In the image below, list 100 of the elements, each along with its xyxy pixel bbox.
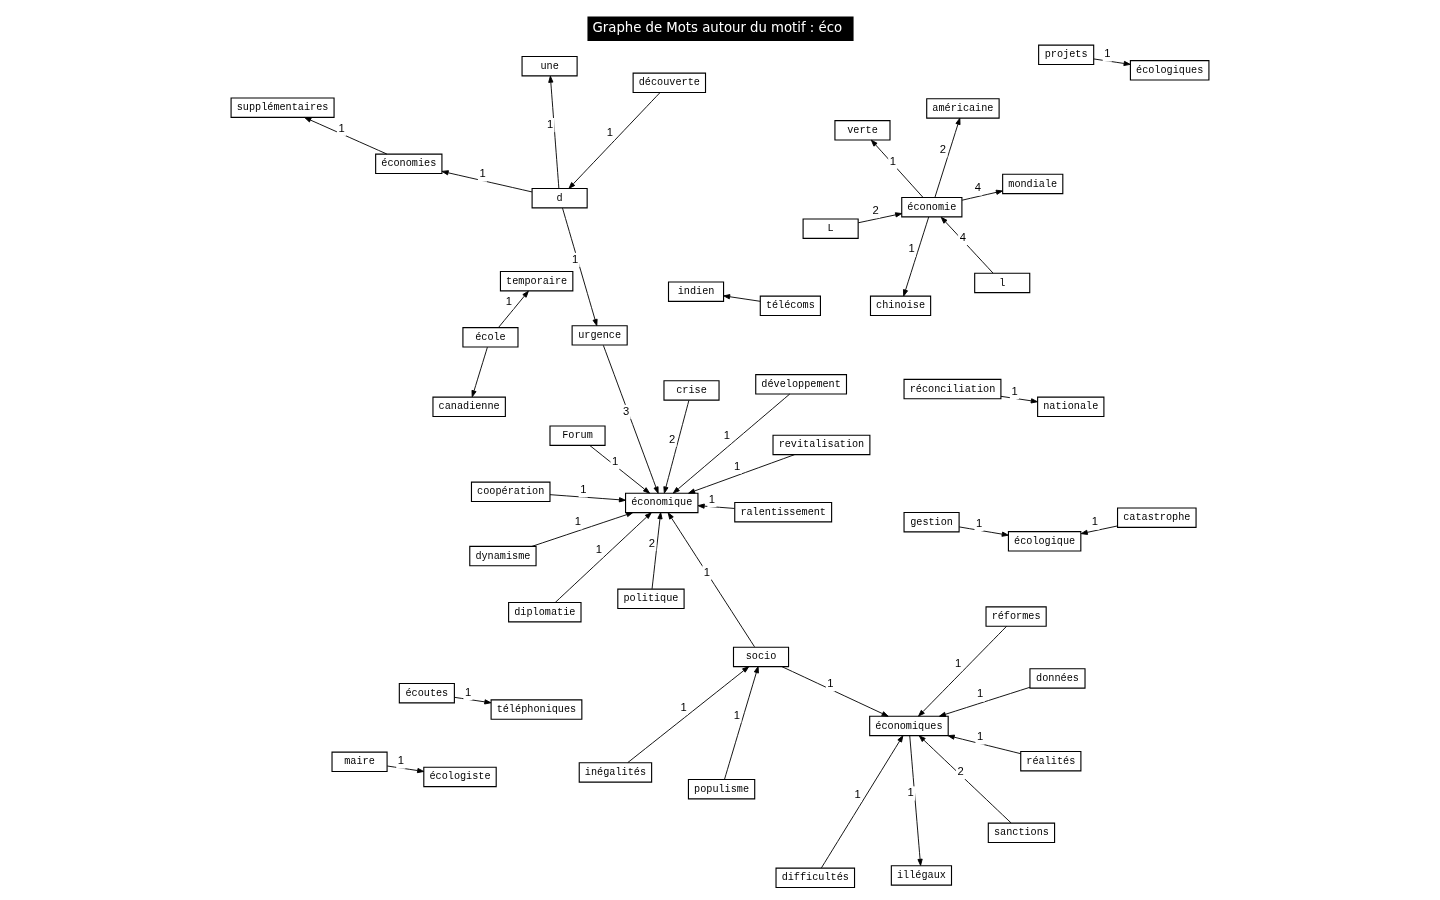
arrow [688, 454, 796, 494]
edge-label: 1 [734, 459, 741, 472]
edge-label: 1 [479, 167, 486, 180]
node-box: écologiste [423, 766, 497, 788]
node-box: économiques [869, 715, 949, 737]
node-box: économique [625, 492, 699, 514]
edge-label: 1 [889, 154, 896, 167]
edge-label: 1 [976, 730, 984, 743]
arrow [672, 393, 791, 494]
arrow [602, 344, 659, 494]
node-box: écologique [1007, 531, 1082, 552]
edge-label: 1 [464, 685, 472, 698]
node-box: urgence [571, 325, 628, 346]
node-box: verte [834, 120, 891, 141]
edge-label: 1 [574, 515, 581, 528]
arrow [909, 735, 923, 866]
edge-label: 1 [572, 252, 579, 265]
node-box: ralentissement [734, 501, 833, 523]
arrow [961, 189, 1003, 201]
arrow [934, 117, 961, 198]
arrow [918, 735, 1012, 824]
arrow [947, 734, 1022, 755]
node-box: nationale [1037, 396, 1105, 417]
node-box: projets [1038, 44, 1095, 66]
edge-label: 2 [648, 536, 655, 549]
edge-label: 1 [338, 121, 345, 134]
node-box: données [1029, 668, 1086, 689]
arrow [723, 294, 761, 302]
arrow [498, 290, 529, 328]
edge-label: 1 [1011, 384, 1018, 397]
edge-label: 1 [397, 754, 404, 767]
edge-label: 1 [612, 455, 619, 468]
arrow [820, 735, 904, 869]
edge-label: 1 [546, 117, 554, 130]
node-box: écologiques [1129, 60, 1210, 81]
edge-label: 1 [1104, 47, 1111, 60]
node-box: écoutes [398, 682, 455, 704]
arrow [651, 512, 663, 590]
node-box: catastrophe [1117, 507, 1197, 528]
edge-label: 2 [957, 765, 964, 778]
arrow [386, 765, 425, 774]
diagram-title: Graphe de Mots autour du motif : éco [592, 20, 843, 36]
edge-label: 1 [955, 656, 962, 669]
node-box: chinoise [869, 295, 932, 317]
node-box: revitalisation [772, 434, 871, 456]
arrow [958, 526, 1009, 537]
node-box: économies [375, 153, 443, 175]
arrow [549, 494, 626, 503]
edge-label: 2 [939, 143, 947, 156]
edge-label: 1 [977, 687, 984, 700]
node-box: dynamisme [469, 545, 537, 567]
arrow [781, 666, 889, 717]
edge-label: 1 [505, 295, 512, 308]
arrow [454, 696, 492, 705]
arrow [918, 625, 1008, 717]
edge-label: 1 [580, 483, 587, 496]
node-box: populisme [687, 778, 756, 800]
node-box: une [521, 55, 578, 77]
arrow [548, 75, 560, 189]
edge-label: 1 [854, 787, 861, 800]
edge-label: 1 [733, 708, 740, 721]
node-box: mondiale [1002, 173, 1064, 195]
node-box: américaine [926, 98, 1000, 119]
arrow [1080, 525, 1118, 535]
edge-label: 1 [1091, 515, 1099, 528]
arrow [568, 92, 661, 189]
node-box: inégalités [578, 762, 653, 783]
node-box: socio [732, 646, 790, 668]
node-box: illégaux [890, 865, 953, 886]
arrow [441, 170, 533, 193]
arrow [627, 666, 750, 763]
arrow [940, 216, 994, 274]
arrow [304, 117, 388, 155]
arrow [589, 445, 650, 494]
edge-label: 1 [908, 242, 915, 255]
edge-label: 1 [680, 700, 687, 713]
edge-label: 1 [975, 516, 983, 529]
edge-label: 1 [595, 543, 602, 556]
edge-label: 1 [703, 565, 711, 578]
node-box: réformes [985, 606, 1047, 627]
edge-label: 2 [872, 203, 879, 216]
edge-label: 4 [959, 231, 966, 244]
node-box: sanctions [987, 822, 1056, 843]
edge-label: 1 [907, 786, 914, 799]
node-box: indien [667, 281, 725, 302]
edge-label: 1 [723, 429, 730, 442]
edge-label: 1 [708, 492, 716, 505]
arrow [1093, 58, 1131, 67]
arrow [697, 503, 735, 509]
node-box: politique [617, 588, 685, 610]
node-box: coopération [470, 481, 551, 502]
node-box: L [802, 218, 859, 239]
node-box: crise [663, 380, 720, 401]
arrow [471, 346, 488, 398]
node-box: l [974, 272, 1031, 294]
node-box: gestion [903, 512, 960, 533]
edge-label: 1 [606, 126, 614, 139]
node-box: réalités [1020, 750, 1082, 772]
edge-label: 4 [974, 181, 981, 194]
arrow [857, 212, 903, 224]
